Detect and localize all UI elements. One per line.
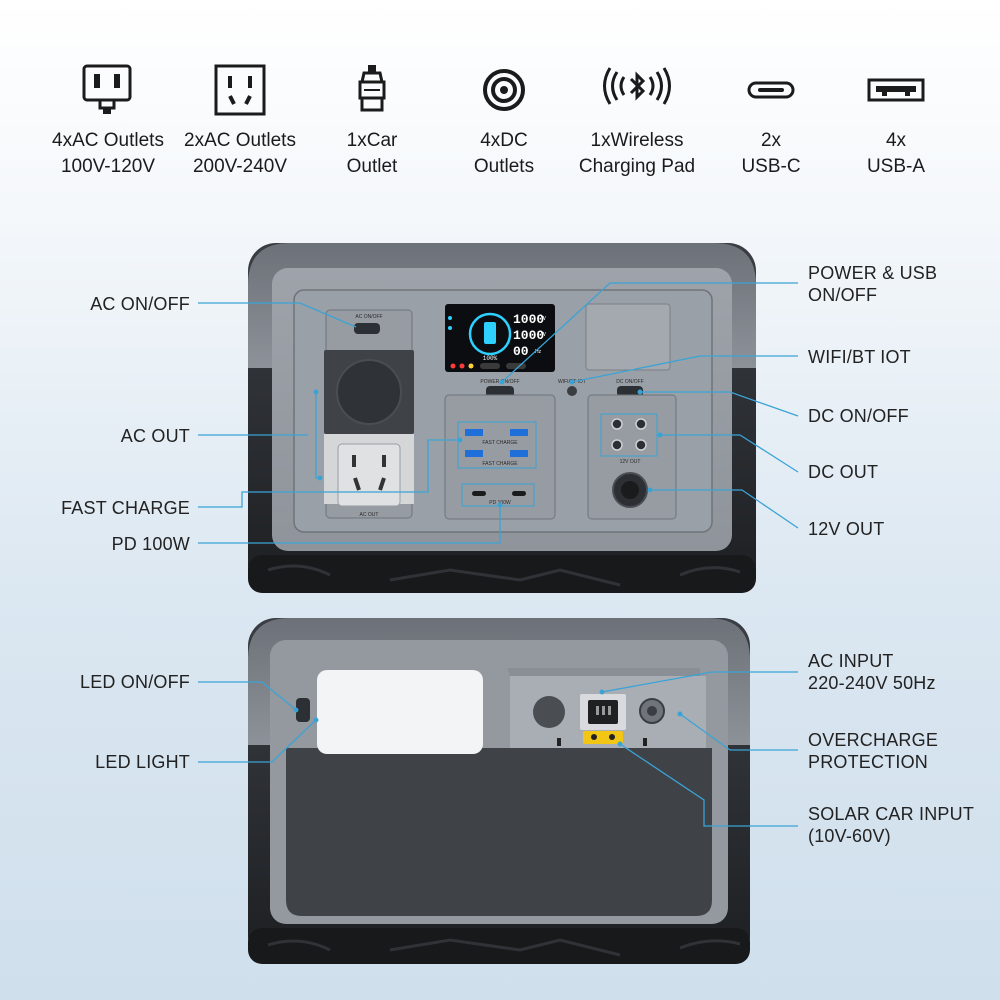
callout-led-onoff: LED ON/OFF: [79, 672, 190, 692]
feature-line1: 1xWireless: [590, 130, 684, 151]
feature-line1: 2x: [760, 130, 782, 151]
ac-outlet-socket[interactable]: [337, 443, 401, 507]
callout-ac-input-line1: AC INPUT: [808, 651, 894, 671]
wireless-charging-pad: [585, 303, 671, 371]
back-unit: [248, 618, 750, 964]
usb-a-icon: [867, 78, 925, 102]
ac-outlet-cover: [336, 359, 402, 425]
device-dc-onoff-label: DC ON/OFF: [616, 379, 644, 385]
display-row3-unit: Hz: [535, 349, 542, 355]
device-12v-label: 12V OUT: [620, 459, 641, 465]
callout-ac-onoff: AC ON/OFF: [90, 294, 190, 314]
callout-dc-onoff: DC ON/OFF: [808, 406, 909, 426]
usb-a-port[interactable]: [465, 429, 483, 436]
feature-line2: 200V-240V: [192, 156, 288, 177]
ac-outlet-cn-icon: [214, 64, 266, 116]
feature-ac-cn: 2xAC Outlets 200V-240V: [170, 58, 310, 180]
feature-wireless: 1xWireless Charging Pad: [567, 58, 707, 180]
ac-onoff-button[interactable]: [354, 323, 380, 334]
feature-car: 1xCar Outlet: [302, 58, 442, 180]
feature-line2: Charging Pad: [578, 156, 696, 177]
solar-car-input-port[interactable]: [583, 731, 623, 744]
led-light-panel: [317, 670, 483, 754]
feature-line2: Outlets: [473, 156, 535, 177]
dc-port[interactable]: [635, 439, 647, 451]
feature-dc: 4xDC Outlets: [434, 58, 574, 180]
callout-power-usb-line2: ON/OFF: [808, 285, 878, 305]
display-row1: 1000: [513, 312, 544, 327]
feature-usba: 4x USB-A: [826, 58, 966, 180]
dc-section: 12V OUT: [587, 394, 677, 520]
usb-a-port[interactable]: [465, 450, 483, 457]
callout-power-usb: POWER & USB ON/OFF: [808, 262, 937, 306]
callout-fast-charge: FAST CHARGE: [61, 498, 190, 518]
callout-overcharge-line2: PROTECTION: [808, 752, 929, 772]
feature-line2: USB-C: [741, 156, 801, 177]
callout-dc-out: DC OUT: [808, 462, 879, 482]
callout-ac-input: AC INPUT 220-240V 50Hz: [808, 650, 936, 694]
callout-overcharge-line1: OVERCHARGE: [808, 730, 939, 750]
display-row3: 00: [513, 344, 529, 359]
display-row2-unit: W: [541, 332, 546, 338]
dc-port[interactable]: [611, 439, 623, 451]
dc-port[interactable]: [611, 418, 623, 430]
feature-line1: 4x: [885, 130, 907, 151]
usb-c-port[interactable]: [512, 491, 526, 496]
car-outlet-icon: [358, 65, 386, 112]
usb-section: FAST CHARGE FAST CHARGE PD 100W: [444, 394, 556, 520]
callout-solar-car-input: SOLAR CAR INPUT (10V-60V): [808, 803, 974, 847]
overcharge-cover: [533, 696, 565, 728]
callout-wifi-bt: WIFI/BT IOT: [808, 347, 911, 367]
callout-solar-line2: (10V-60V): [808, 826, 891, 846]
dc-outlet-icon: [483, 69, 525, 111]
display-row2: 1000: [513, 328, 544, 343]
led-onoff-button[interactable]: [296, 698, 310, 722]
callout-overcharge: OVERCHARGE PROTECTION: [808, 729, 938, 773]
dc-port[interactable]: [635, 418, 647, 430]
feature-usbc: 2x USB-C: [701, 58, 841, 180]
callout-power-usb-line1: POWER & USB: [808, 263, 938, 283]
feature-ac-us: 4xAC Outlets 100V-120V: [38, 58, 178, 180]
feature-line1: 4xAC Outlets: [52, 130, 164, 151]
feature-line1: 2xAC Outlets: [184, 130, 296, 151]
feature-line1: 4xDC: [480, 130, 528, 151]
device-fast-charge-label: FAST CHARGE: [482, 461, 518, 467]
feature-line2: USB-A: [866, 156, 926, 177]
device-ac-out-label: AC OUT: [360, 512, 379, 518]
display-row1-unit: W: [541, 316, 546, 322]
wifi-bt-button[interactable]: [567, 386, 577, 396]
device-fast-charge-label: FAST CHARGE: [482, 440, 518, 446]
callout-ac-out: AC OUT: [120, 426, 190, 446]
display-percent: 100%: [483, 355, 498, 362]
callout-ac-input-line2: 220-240V 50Hz: [808, 673, 936, 693]
callout-solar-line1: SOLAR CAR INPUT: [808, 804, 975, 824]
callout-12v-out: 12V OUT: [808, 519, 885, 539]
usb-a-port[interactable]: [510, 429, 528, 436]
feature-line2: Outlet: [346, 156, 398, 177]
usb-c-port[interactable]: [472, 491, 486, 496]
wireless-charging-icon: [603, 67, 671, 105]
feature-line1: 1xCar: [346, 130, 398, 151]
usb-a-port[interactable]: [510, 450, 528, 457]
callout-led-light: LED LIGHT: [95, 752, 190, 772]
lcd-display: 100% 1000 W 1000 W 00 Hz: [445, 304, 555, 372]
ac-outlet-us-icon: [82, 64, 132, 114]
dc-onoff-button[interactable]: [617, 386, 643, 397]
ac-section: AC ON/OFF AC OUT: [324, 309, 414, 519]
callout-lines: [198, 282, 799, 827]
callout-pd-100w: PD 100W: [111, 534, 190, 554]
device-ac-onoff-label: AC ON/OFF: [355, 314, 382, 320]
usb-c-icon: [747, 81, 795, 99]
feature-line2: 100V-120V: [60, 156, 156, 177]
